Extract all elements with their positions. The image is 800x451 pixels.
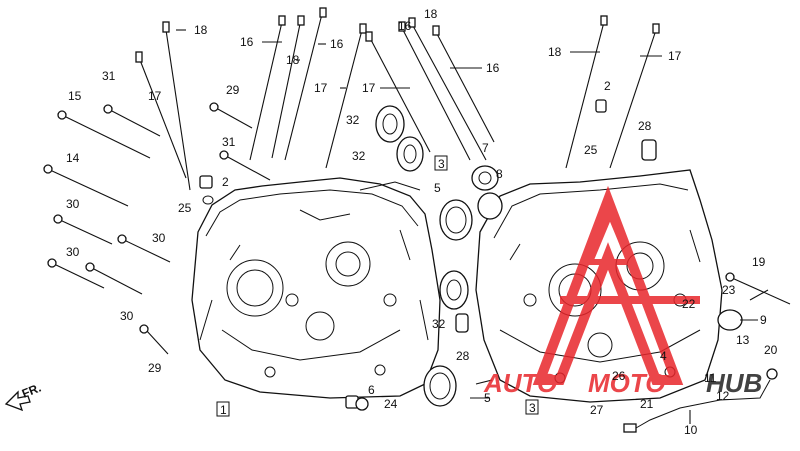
callout-1: 1	[220, 403, 227, 417]
callout-24: 24	[384, 397, 398, 411]
left-crankcase-half	[191, 177, 441, 399]
callout-3-b: 3	[529, 401, 536, 415]
callout-15: 15	[68, 89, 82, 103]
callout-18-d: 18	[548, 45, 562, 59]
callout-30-c: 30	[66, 245, 80, 259]
callout-16-a: 16	[240, 35, 254, 49]
automotohub-watermark: AUTO MOTO HUB	[483, 185, 762, 398]
callout-31-a: 31	[102, 69, 116, 83]
front-direction-arrow: FR.	[4, 381, 43, 412]
callout-18-a: 18	[194, 23, 208, 37]
callout-18-b: 18	[286, 53, 300, 67]
callout-31-b: 31	[222, 135, 236, 149]
callout-numbers: 18 16 18 16 16 18 17 17 16 31 17 15 29 3…	[66, 7, 778, 437]
watermark-brand-mid: MOTO	[588, 368, 666, 398]
callout-6: 6	[368, 383, 375, 397]
leader-lines	[176, 29, 769, 424]
callout-18-c: 18	[424, 7, 438, 21]
callout-30-d: 30	[120, 309, 134, 323]
callout-22: 22	[682, 297, 696, 311]
callout-17-center: 17	[362, 81, 376, 95]
callout-17-a: 17	[314, 81, 328, 95]
watermark-brand-prefix: AUTO	[483, 368, 557, 398]
callout-11: 11	[704, 371, 717, 385]
callout-23: 23	[722, 283, 736, 297]
callout-2-b: 2	[604, 79, 611, 93]
short-bolts	[43, 102, 791, 355]
callout-25-b: 25	[584, 143, 598, 157]
bearings-and-seals	[199, 99, 778, 433]
callout-16-b: 16	[330, 37, 344, 51]
callout-7: 7	[482, 141, 489, 155]
callout-29-a: 29	[226, 83, 240, 97]
callout-32-c: 32	[432, 317, 446, 331]
callout-10: 10	[684, 423, 698, 437]
front-direction-label: FR.	[20, 381, 43, 401]
callout-19: 19	[752, 255, 766, 269]
callout-9: 9	[760, 313, 767, 327]
callout-29-b: 29	[148, 361, 162, 375]
callout-28-b: 28	[638, 119, 652, 133]
callout-2-a: 2	[222, 175, 229, 189]
watermark-brand-suffix: HUB	[706, 368, 762, 398]
callout-32-a: 32	[346, 113, 360, 127]
studs-and-long-bolts	[135, 7, 660, 191]
callout-17-b: 17	[148, 89, 162, 103]
callout-25-a: 25	[178, 201, 192, 215]
callout-5-b: 5	[484, 391, 491, 405]
callout-5-a: 5	[434, 181, 441, 195]
callout-32-b: 32	[352, 149, 366, 163]
callout-4: 4	[660, 349, 667, 363]
callout-21: 21	[640, 397, 654, 411]
callout-27: 27	[590, 403, 604, 417]
callout-20: 20	[764, 343, 778, 357]
callout-16-d: 16	[486, 61, 500, 75]
callout-16-c: 16	[398, 19, 412, 33]
callout-17-c: 17	[668, 49, 682, 63]
callout-3-a: 3	[438, 157, 445, 171]
callout-13: 13	[736, 333, 750, 347]
callout-14: 14	[66, 151, 80, 165]
callout-12: 12	[716, 389, 730, 403]
callout-28-a: 28	[456, 349, 470, 363]
callout-30-a: 30	[66, 197, 80, 211]
callout-8: 8	[496, 167, 503, 181]
callout-26: 26	[612, 369, 626, 383]
callout-30-b: 30	[152, 231, 166, 245]
